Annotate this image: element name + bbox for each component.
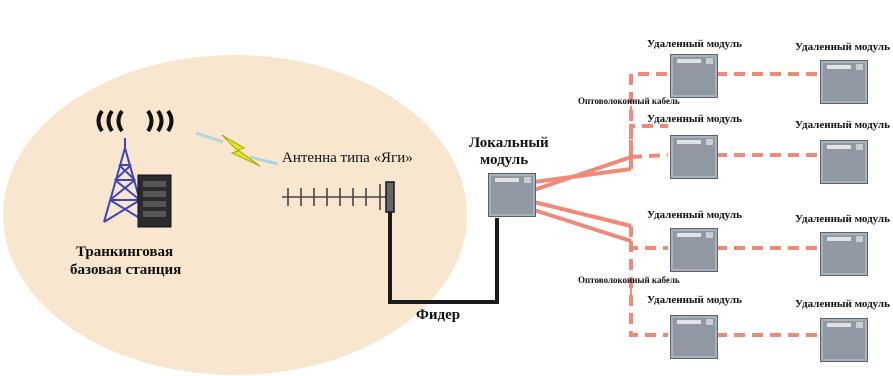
- coverage-area: [3, 55, 467, 375]
- module-box-icon: [820, 232, 868, 276]
- lightning-bolt-icon: [195, 131, 279, 167]
- remote-module-label: Удаленный модуль: [647, 113, 742, 125]
- local-module-box-icon: [488, 173, 536, 217]
- feeder-cable: [388, 212, 499, 304]
- fiber-label-top: Оптоволоконный кабель: [578, 96, 680, 106]
- fiber-cables-dashed: [629, 72, 820, 337]
- module-box-icon: [820, 318, 868, 362]
- remote-module-label: Удаленный модуль: [647, 209, 742, 221]
- local-module-label-line2: модуль: [480, 152, 529, 168]
- module-box-icon: [670, 315, 718, 359]
- feeder-label: Фидер: [416, 307, 461, 323]
- radio-tower-icon: [103, 138, 147, 223]
- module-box-icon: [670, 135, 718, 179]
- remote-module-label: Удаленный модуль: [795, 119, 890, 131]
- local-module-label-line1: Локальный: [469, 135, 549, 151]
- base-station-label-line2: базовая станция: [70, 262, 182, 278]
- remote-module-label: Удаленный модуль: [795, 41, 890, 53]
- antenna-label: Антенна типа «Яги»: [282, 150, 413, 166]
- base-station-cabinet-icon: [137, 174, 172, 228]
- module-box-icon: [670, 54, 718, 98]
- remote-module-label: Удаленный модуль: [795, 298, 890, 310]
- base-station-label-line1: Транкинговая: [76, 244, 174, 260]
- signal-waves-icon: [96, 109, 174, 133]
- module-box-icon: [670, 228, 718, 272]
- module-box-icon: [820, 140, 868, 184]
- fiber-label-bottom: Оптоволоконный кабель: [578, 275, 680, 285]
- module-box-icon: [820, 60, 868, 104]
- fiber-cables: [533, 155, 632, 243]
- remote-module-label: Удаленный модуль: [647, 38, 742, 50]
- remote-module-label: Удаленный модуль: [795, 213, 890, 225]
- remote-module-label: Удаленный модуль: [647, 294, 742, 306]
